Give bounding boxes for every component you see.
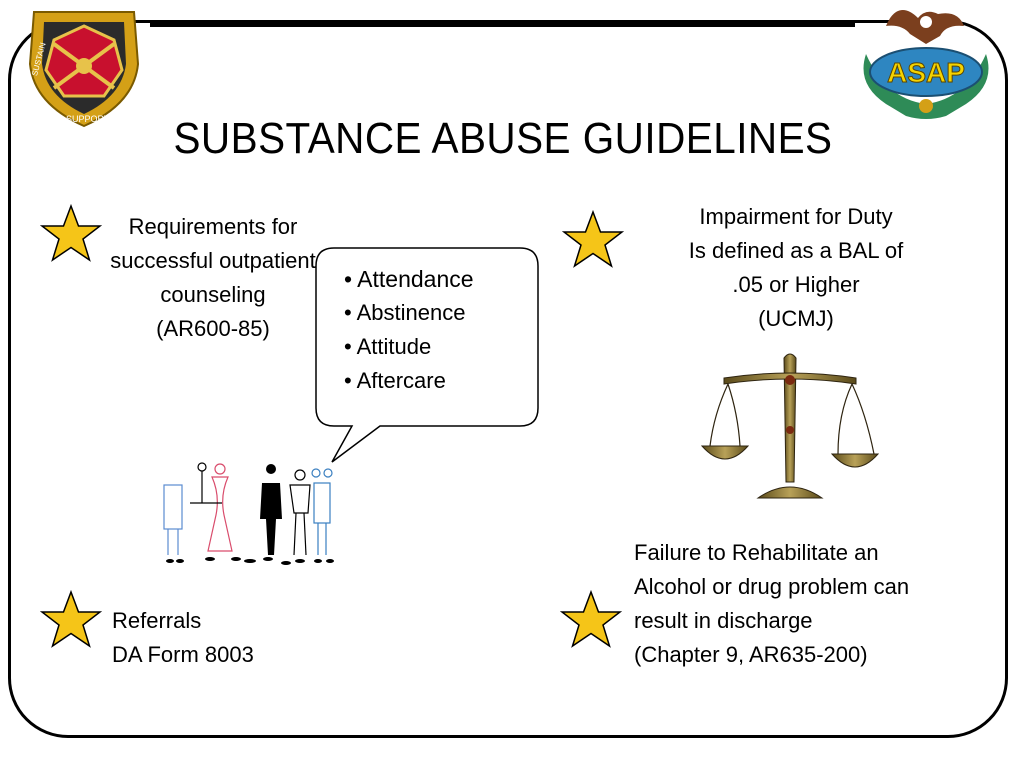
asap-eagle-logo: ASAP (863, 10, 989, 119)
star-icon-bottom-left (40, 590, 102, 648)
referrals-text: Referrals DA Form 8003 (112, 604, 312, 672)
army-insignia-logo: SUSTAIN SUPPORT DEFEND (28, 11, 154, 128)
star-icon-top-left (40, 204, 102, 262)
failure-line: (Chapter 9, AR635-200) (634, 642, 868, 667)
scales-of-justice-icon (700, 353, 880, 499)
slide-frame (8, 20, 1008, 738)
requirements-line: Requirements for (128, 214, 298, 239)
top-rule (150, 22, 855, 27)
failure-text: Failure to Rehabilitate an Alcohol or dr… (634, 536, 954, 672)
bubble-list: • Attendance • Abstinence • Attitude • A… (344, 262, 474, 398)
bubble-item: • Attitude (344, 334, 432, 359)
requirements-line: counseling (160, 282, 266, 307)
slide-title: SUBSTANCE ABUSE GUIDELINES (173, 114, 833, 163)
star-icon-top-right (562, 210, 624, 268)
bubble-item: • Abstinence (344, 300, 466, 325)
star-icon-bottom-right (560, 590, 622, 648)
impairment-line: Impairment for Duty (699, 204, 893, 229)
failure-line: Alcohol or drug problem can (634, 574, 910, 599)
impairment-line: .05 or Higher (732, 272, 860, 297)
requirements-text: Requirements for successful outpatient c… (96, 210, 330, 346)
bubble-item: • Attendance (344, 266, 474, 292)
impairment-text: Impairment for Duty Is defined as a BAL … (656, 200, 936, 336)
failure-line: result in discharge (634, 608, 813, 633)
referrals-line: Referrals (112, 608, 202, 633)
people-group-illustration (163, 462, 334, 565)
failure-line: Failure to Rehabilitate an (634, 540, 879, 565)
referrals-line: DA Form 8003 (112, 642, 254, 667)
asap-text: ASAP (887, 57, 965, 88)
requirements-line: (AR600-85) (156, 316, 270, 341)
bubble-item: • Aftercare (344, 368, 446, 393)
motto-bottom: SUPPORT (66, 114, 110, 124)
requirements-line: successful outpatient (110, 248, 316, 273)
impairment-line: Is defined as a BAL of (688, 238, 904, 263)
impairment-line: (UCMJ) (758, 306, 834, 331)
